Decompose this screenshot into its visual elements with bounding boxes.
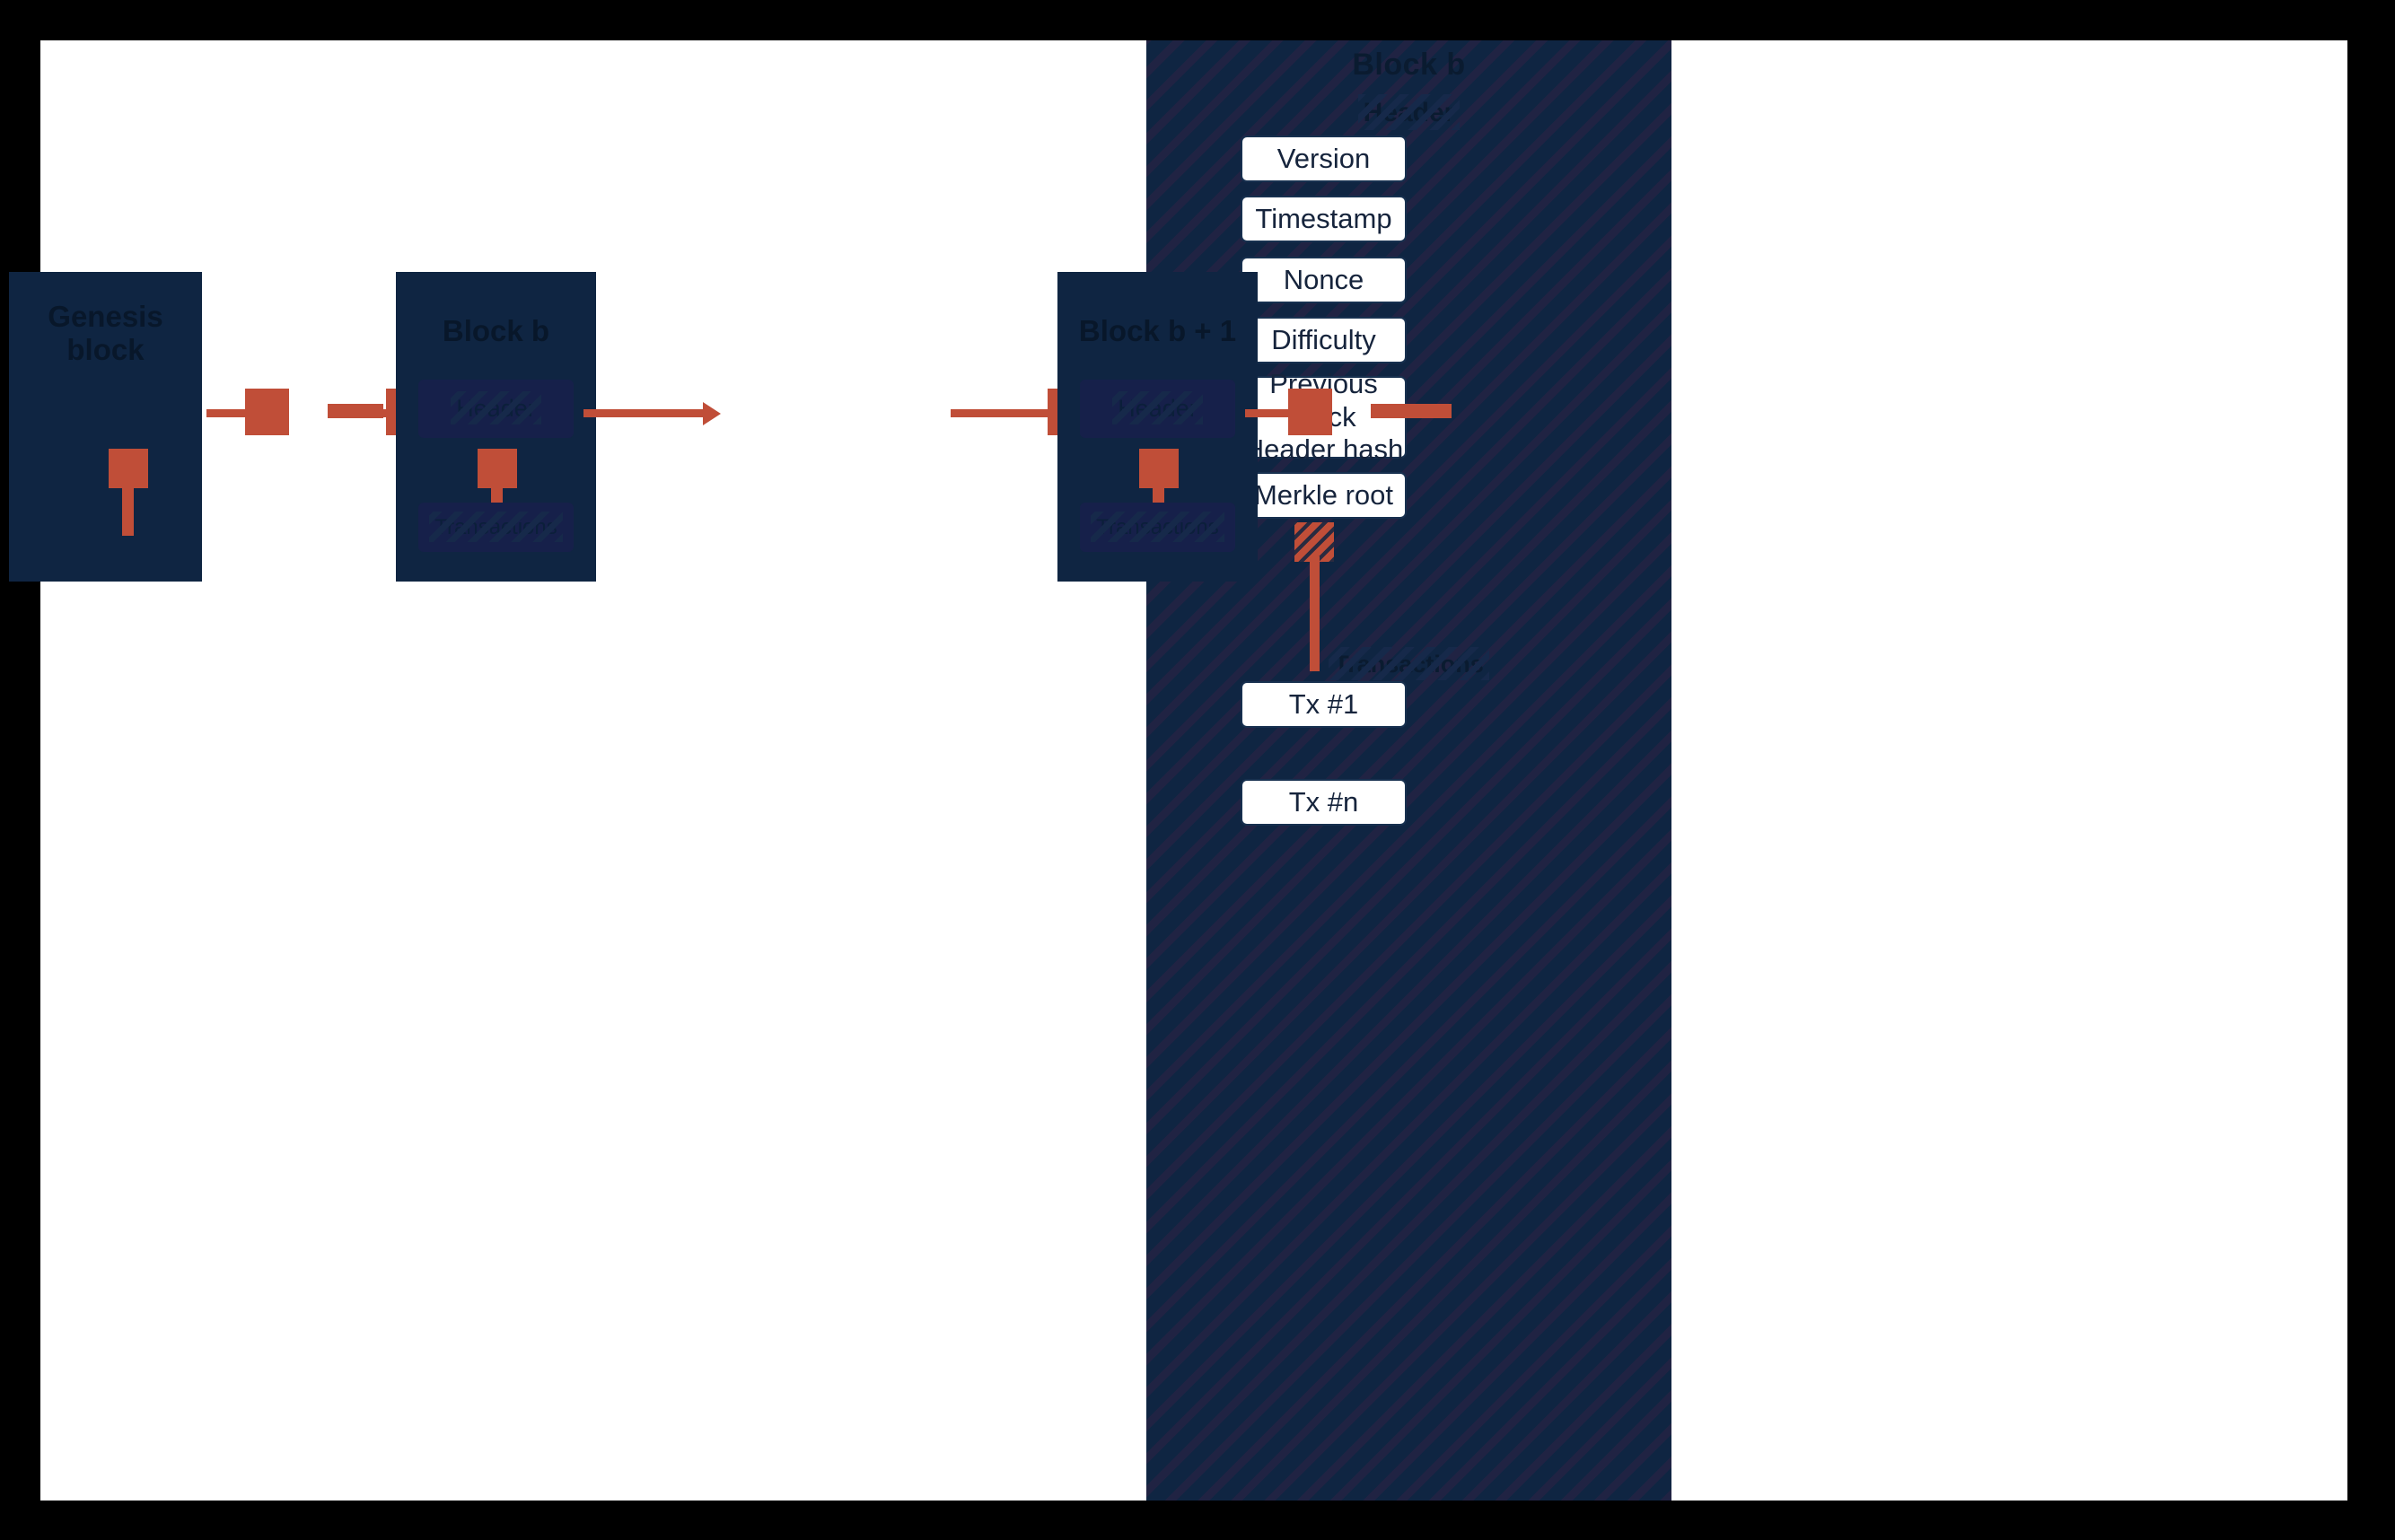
panel-title: Block b xyxy=(1352,48,1466,82)
chain-block-b-node xyxy=(478,449,517,488)
diagram-canvas: Genesis block Block b Header Transaction… xyxy=(9,40,2347,1501)
chain-block-b-plus-1-header[interactable]: Header xyxy=(1080,380,1235,438)
chain-block-b-title: Block b xyxy=(442,314,550,347)
chain-block-b-header[interactable]: Header xyxy=(418,380,574,438)
field-timestamp[interactable]: Timestamp xyxy=(1241,196,1407,242)
arrow-seg-c1 xyxy=(951,409,1090,417)
panel-transactions-label: Transactions xyxy=(1146,647,1671,680)
arrow-head-b xyxy=(703,402,721,425)
chain-block-b-transactions[interactable]: Transactions xyxy=(418,503,574,552)
panel-hatch-pattern xyxy=(1146,40,1671,1501)
arrow-seg-a1 xyxy=(206,409,250,417)
genesis-node-marker xyxy=(109,449,148,488)
field-difficulty[interactable]: Difficulty xyxy=(1241,317,1407,363)
arrow-node-a xyxy=(245,389,289,435)
arrow-seg-b1 xyxy=(583,409,709,417)
chain-block-b-header-label: Header xyxy=(451,391,541,424)
chain-block-b-plus-1-transactions[interactable]: Transactions xyxy=(1080,503,1235,552)
genesis-node-stem xyxy=(122,488,134,536)
chain-block-genesis[interactable] xyxy=(9,272,202,582)
arrow-node-d xyxy=(1288,389,1332,435)
expanded-block-panel: Block b Header Version Timestamp Nonce D… xyxy=(1146,40,1671,1501)
panel-transactions-label-text: Transactions xyxy=(1329,647,1489,680)
merkle-root-pointer-marker xyxy=(1294,522,1334,562)
panel-header-label-text: Header xyxy=(1357,94,1461,130)
chain-block-b-plus-1-title: Block b + 1 xyxy=(1078,314,1237,347)
arrow-seg-d2 xyxy=(1371,404,1452,418)
field-nonce[interactable]: Nonce xyxy=(1241,257,1407,303)
chain-block-b-plus-1-header-label: Header xyxy=(1112,391,1203,424)
arrow-seg-d1 xyxy=(1245,409,1292,417)
panel-header-label: Header xyxy=(1146,94,1671,130)
tx-box-1[interactable]: Tx #1 xyxy=(1241,681,1407,728)
merkle-root-connector-line xyxy=(1310,556,1320,671)
field-merkle-root[interactable]: Merkle root xyxy=(1241,472,1407,519)
chain-block-b-plus-1-transactions-label: Transactions xyxy=(1091,511,1224,542)
chain-block-b-transactions-label: Transactions xyxy=(429,511,563,542)
field-version[interactable]: Version xyxy=(1241,136,1407,182)
genesis-block-title: Genesis block xyxy=(48,300,163,366)
chain-block-b-plus-1-node xyxy=(1139,449,1179,488)
tx-box-n[interactable]: Tx #n xyxy=(1241,779,1407,826)
